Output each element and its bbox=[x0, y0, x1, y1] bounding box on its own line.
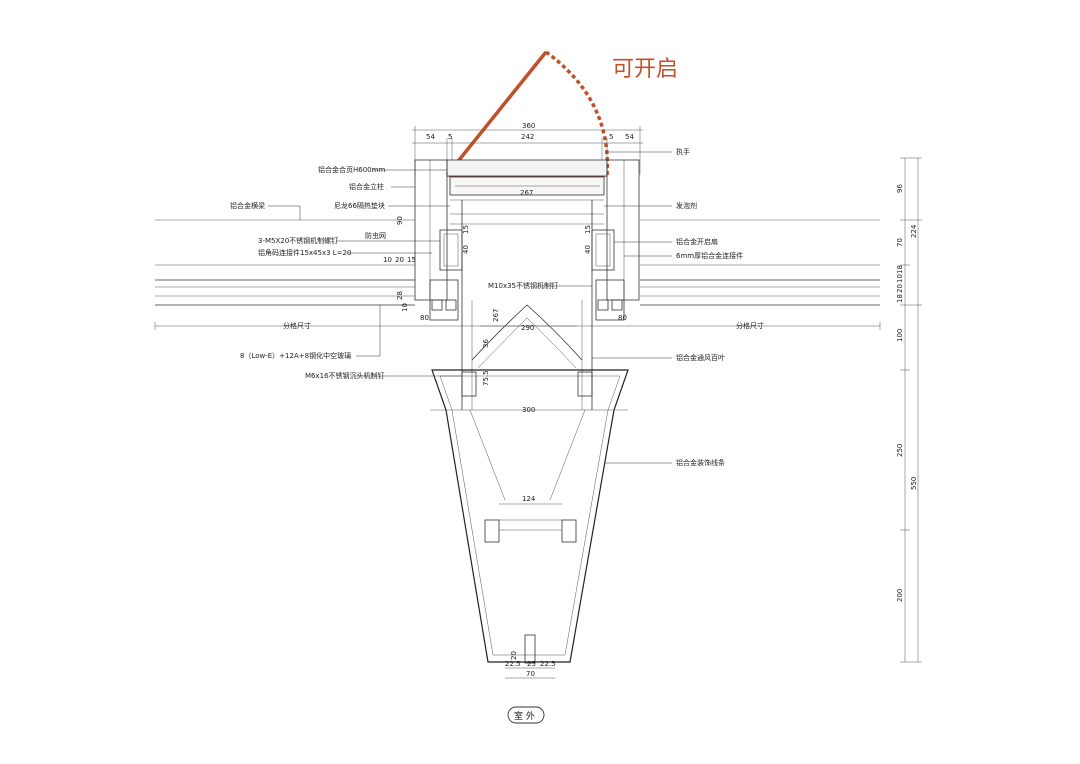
opening-swing-indicator bbox=[445, 50, 610, 177]
label-foam: 发泡剂 bbox=[676, 201, 697, 210]
label-grid-size-right: 分格尺寸 bbox=[736, 321, 764, 330]
dim-v3: 75.5 bbox=[482, 370, 490, 386]
dim-r1: 96 bbox=[896, 184, 904, 193]
dim-d2: 300 bbox=[522, 406, 535, 414]
label-connector: 6mm厚铝合金连接件 bbox=[676, 251, 743, 260]
dim-l10: 90 bbox=[396, 216, 404, 225]
dim-r5: 20 bbox=[896, 284, 904, 293]
dim-r3: 18 bbox=[896, 265, 904, 274]
dim-inner: 267 bbox=[520, 189, 533, 197]
label-screws: 3-M5X20不锈钢机制螺钉 bbox=[258, 236, 338, 245]
left-mullion bbox=[414, 159, 463, 321]
operable-sash-panel: 267 bbox=[446, 159, 608, 225]
dim-small-left: 5 bbox=[448, 133, 452, 141]
dim-v1: 267 bbox=[492, 309, 500, 322]
label-mullion: 铝合金立柱 bbox=[349, 182, 384, 191]
central-frame: 267 36 75.5 290 80 80 10 20 15 40 40 15 … bbox=[383, 200, 627, 410]
dim-l8: 15 bbox=[462, 225, 470, 234]
dim-r6: 18 bbox=[896, 294, 904, 303]
dim-l9: 15 bbox=[584, 225, 592, 234]
dim-d5: 22.5 bbox=[505, 660, 521, 668]
label-louver: 铝合金通风百叶 bbox=[676, 353, 725, 362]
label-operable-sash: 铝合金开启扇 bbox=[676, 237, 718, 246]
label-insect-screen: 防虫网 bbox=[365, 231, 386, 240]
label-hinge: 铝合金合页H600mm bbox=[318, 165, 385, 174]
dim-r7: 100 bbox=[896, 329, 904, 342]
dim-l2: 80 bbox=[618, 314, 627, 322]
dim-small-right: 5 bbox=[609, 133, 613, 141]
label-thermal-block: 尼龙66隔热垫块 bbox=[334, 201, 385, 210]
label-trim: 铝合金装饰线条 bbox=[676, 458, 725, 467]
dim-right-edge: 54 bbox=[625, 133, 634, 141]
dim-d7: 22.5 bbox=[540, 660, 556, 668]
dim-r11: 550 bbox=[910, 477, 918, 490]
dim-l12: 10 bbox=[401, 303, 409, 312]
dim-r4: 10 bbox=[896, 274, 904, 283]
dim-l7: 40 bbox=[584, 245, 592, 254]
dim-d3: 124 bbox=[522, 495, 536, 503]
dim-left-edge: 54 bbox=[426, 133, 435, 141]
outdoor-label: 室 外 bbox=[514, 710, 535, 722]
top-dimensions: 360 242 54 54 5 5 bbox=[412, 122, 643, 175]
dim-l3: 10 bbox=[383, 256, 392, 264]
dim-r2: 70 bbox=[896, 238, 904, 247]
dim-d8: 20 bbox=[510, 651, 518, 660]
right-dimension-chain: 96 70 18 10 20 18 100 250 200 224 550 bbox=[896, 157, 922, 663]
dim-middle: 242 bbox=[521, 133, 534, 141]
label-grid-size-left: 分格尺寸 bbox=[283, 321, 311, 330]
label-handle: 执手 bbox=[676, 147, 690, 156]
label-angle-bracket: 铝角码连接件15x45x3 L=20 bbox=[258, 248, 351, 257]
outdoor-tag: 室 外 bbox=[507, 706, 545, 724]
dim-l4: 20 bbox=[395, 256, 404, 264]
opening-title: 可开启 bbox=[612, 57, 678, 82]
dim-r9: 200 bbox=[896, 589, 904, 602]
dim-d4: 70 bbox=[526, 670, 535, 678]
dim-l11: 28 bbox=[396, 291, 404, 300]
dim-v2: 36 bbox=[482, 339, 490, 348]
label-center-screw: M10x35不锈钢机制钉 bbox=[488, 281, 558, 290]
label-glass: 8（Low-E）+12A+8钢化中空玻璃 bbox=[240, 351, 351, 360]
decorative-trim: 300 124 70 22.5 25 22.5 20 bbox=[430, 369, 629, 679]
dim-l1: 80 bbox=[420, 314, 429, 322]
dim-r10: 224 bbox=[910, 224, 918, 238]
left-callouts: 铝合金合页H600mm 铝合金立柱 尼龙66隔热垫块 铝合金横梁 3-M5X20… bbox=[230, 165, 462, 380]
right-callouts: 执手 发泡剂 铝合金开启扇 6mm厚铝合金连接件 分格尺寸 铝合金通风百叶 铝合… bbox=[592, 147, 764, 467]
dim-l6: 40 bbox=[462, 245, 470, 254]
dim-d1: 290 bbox=[521, 324, 534, 332]
label-countersunk-screw: M6x16不锈钢沉头机制钉 bbox=[305, 371, 385, 380]
transom-lines bbox=[154, 219, 881, 330]
dim-overall: 360 bbox=[522, 122, 535, 130]
label-transom: 铝合金横梁 bbox=[230, 201, 265, 210]
dim-r8: 250 bbox=[896, 444, 904, 457]
dim-l5: 15 bbox=[407, 256, 416, 264]
dim-d6: 25 bbox=[527, 660, 536, 668]
